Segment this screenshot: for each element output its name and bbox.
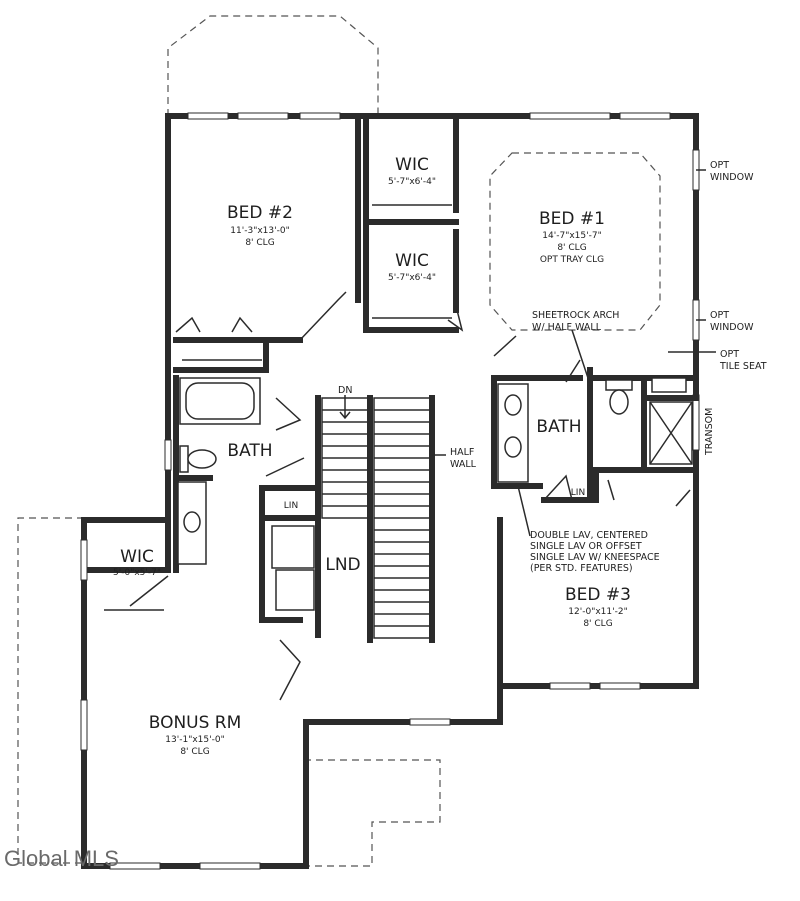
watermark: Global MLS (4, 846, 119, 871)
note-transom: TRANSOM (704, 408, 715, 456)
bed1-extra: OPT TRAY CLG (540, 255, 604, 265)
bed1-clg: 8' CLG (557, 243, 586, 253)
bed2-clg: 8' CLG (245, 238, 274, 248)
room-bed2: BED #2 11'-3"x13'-0" 8' CLG (227, 203, 293, 248)
svg-text:OPT: OPT (710, 310, 729, 321)
bonus-name: BONUS RM (149, 713, 242, 733)
bath-hall-name: BATH (227, 441, 272, 461)
note-opt-window-2: OPT WINDOW (710, 310, 754, 333)
fixtures (104, 204, 693, 611)
room-bed3: BED #3 12'-0"x11'-2" 8' CLG (565, 585, 631, 629)
note-sheetrock-arch: SHEETROCK ARCH W/ HALF WALL (532, 310, 619, 333)
door-swings (129, 291, 691, 701)
svg-text:W/ HALF WALL: W/ HALF WALL (532, 322, 602, 333)
svg-text:SINGLE LAV W/ KNEESPACE: SINGLE LAV W/ KNEESPACE (530, 552, 660, 563)
bonus-clg: 8' CLG (180, 747, 209, 757)
stair-treads (321, 395, 431, 639)
room-lin-a: LIN (284, 501, 298, 511)
svg-text:WINDOW: WINDOW (710, 172, 754, 183)
room-bonus: BONUS RM 13'-1"x15'-0" 8' CLG (149, 713, 242, 757)
svg-text:TRANSOM: TRANSOM (704, 408, 715, 456)
note-opt-window-1: OPT WINDOW (710, 160, 754, 183)
bonus-dims: 13'-1"x15'-0" (165, 735, 224, 745)
svg-text:DOUBLE LAV, CENTERED: DOUBLE LAV, CENTERED (530, 530, 648, 541)
room-bed1: BED #1 14'-7"x15'-7" 8' CLG OPT TRAY CLG (539, 209, 605, 265)
room-bath-hall: BATH (227, 441, 272, 461)
wic-c-name: WIC (120, 547, 154, 567)
optional-extension-bottom (305, 722, 441, 867)
lin-b-name: LIN (571, 488, 585, 498)
svg-text:HALF: HALF (450, 447, 474, 458)
note-half-wall: HALF WALL (450, 447, 477, 470)
wic-b-name: WIC (395, 251, 429, 271)
lnd-name: LND (325, 555, 360, 575)
tray-ceiling-outline (489, 152, 661, 331)
optional-extension-left (17, 517, 84, 864)
bed1-dims: 14'-7"x15'-7" (542, 231, 601, 241)
leader-lines (432, 169, 716, 537)
svg-text:DN: DN (338, 385, 352, 396)
lin-a-name: LIN (284, 501, 298, 511)
svg-text:SHEETROCK ARCH: SHEETROCK ARCH (532, 310, 619, 321)
svg-text:OPT: OPT (710, 160, 729, 171)
svg-text:OPT: OPT (720, 349, 739, 360)
interior-walls (87, 113, 699, 689)
exterior-walls (81, 113, 699, 869)
optional-bay-outline (167, 15, 379, 116)
note-tile-seat: OPT TILE SEAT (719, 349, 767, 372)
room-bath-master: BATH (536, 417, 581, 437)
room-wic-b: WIC 5'-7"x6'-4" (388, 251, 436, 283)
room-lnd: LND (325, 555, 360, 575)
svg-text:WINDOW: WINDOW (710, 322, 754, 333)
svg-text:TILE SEAT: TILE SEAT (719, 361, 767, 372)
bath-master-name: BATH (536, 417, 581, 437)
wic-a-name: WIC (395, 155, 429, 175)
bed2-name: BED #2 (227, 203, 293, 223)
wic-c-dims: 5'-0"x5'-7" (113, 568, 161, 578)
note-lav-options: DOUBLE LAV, CENTERED SINGLE LAV OR OFFSE… (530, 530, 660, 574)
svg-text:WALL: WALL (450, 459, 477, 470)
bed2-dims: 11'-3"x13'-0" (230, 226, 289, 236)
svg-text:(PER STD. FEATURES): (PER STD. FEATURES) (530, 563, 633, 574)
bed1-name: BED #1 (539, 209, 605, 229)
bed3-clg: 8' CLG (583, 619, 612, 629)
wic-b-dims: 5'-7"x6'-4" (388, 273, 436, 283)
room-lin-b: LIN (571, 488, 585, 498)
note-dn: DN (338, 385, 352, 396)
bed3-name: BED #3 (565, 585, 631, 605)
room-wic-a: WIC 5'-7"x6'-4" (388, 155, 436, 187)
room-wic-c: WIC 5'-0"x5'-7" (113, 547, 161, 578)
wic-a-dims: 5'-7"x6'-4" (388, 177, 436, 187)
bed3-dims: 12'-0"x11'-2" (568, 607, 627, 617)
svg-text:SINGLE LAV OR OFFSET: SINGLE LAV OR OFFSET (530, 541, 642, 552)
